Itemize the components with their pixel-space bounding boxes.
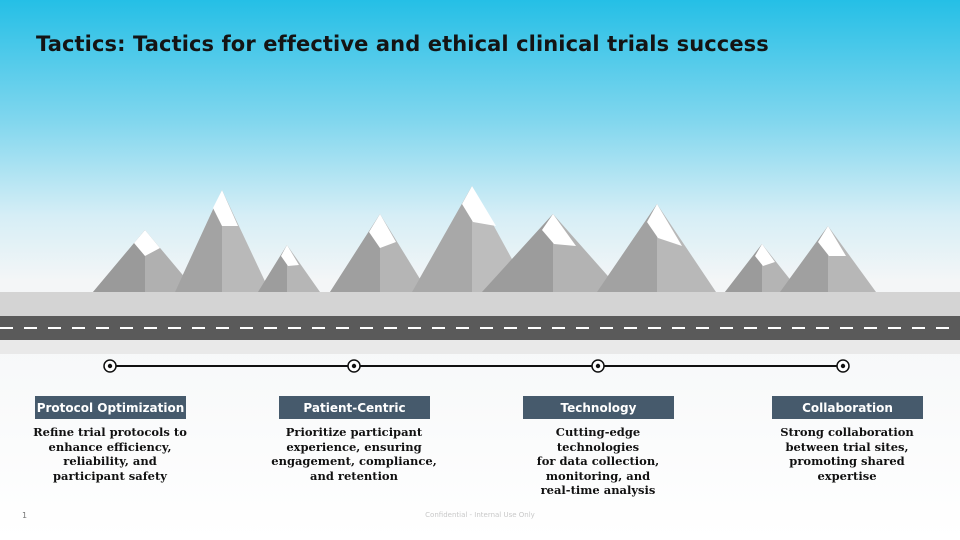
tactic-label-protocol-optimization: Protocol Optimization [35,396,186,419]
ground-strip [0,292,960,316]
tactic-description-technology: Cutting-edge technologies for data colle… [536,425,660,497]
confidentiality-footer: Confidential - Internal Use Only [425,511,535,519]
tactic-label-patient-centric: Patient-Centric [279,396,430,419]
page-number: 1 [22,511,28,520]
timeline-marker-1 [103,359,117,373]
timeline-marker-2 [347,359,361,373]
road-shoulder [0,340,960,354]
tactic-description-collaboration: Strong collaboration between trial sites… [780,425,914,483]
tactic-description-protocol-optimization: Refine trial protocols to enhance effici… [33,425,187,483]
tactic-description-patient-centric: Prioritize participant experience, ensur… [271,425,437,483]
page-title: Tactics: Tactics for effective and ethic… [36,32,769,56]
timeline-marker-3 [591,359,605,373]
tactic-label-collaboration: Collaboration [772,396,923,419]
timeline-marker-4 [836,359,850,373]
mountain-range [93,186,876,292]
tactic-label-technology: Technology [523,396,674,419]
